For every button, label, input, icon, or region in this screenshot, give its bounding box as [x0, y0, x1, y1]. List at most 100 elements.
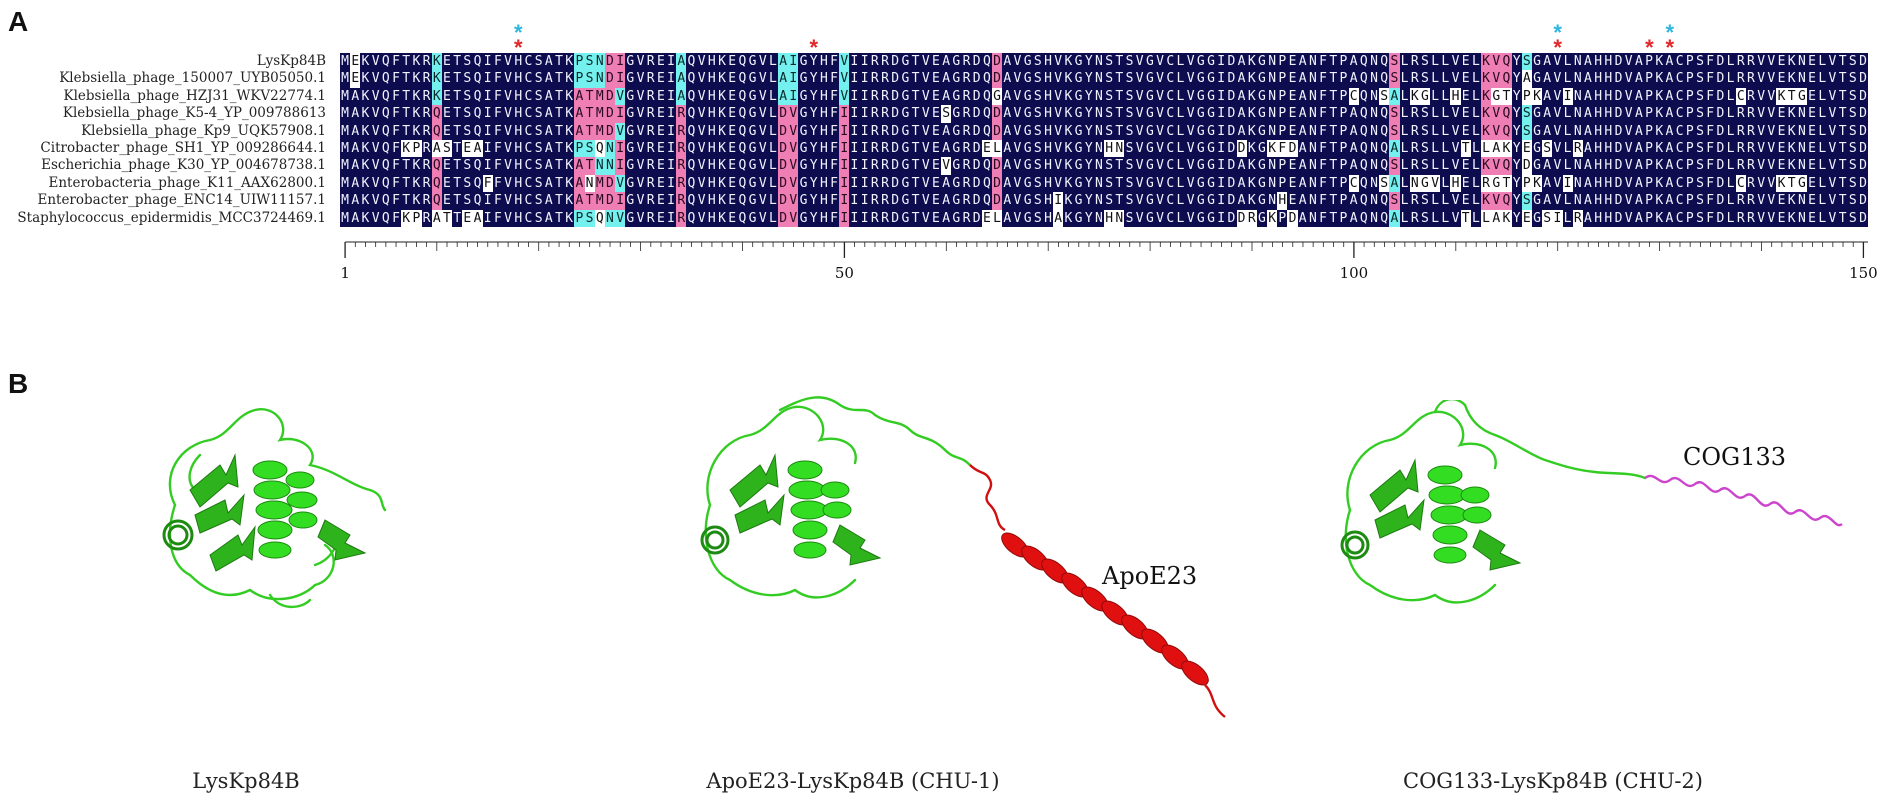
residue-cell: I [615, 192, 626, 210]
residue-cell: R [645, 192, 656, 210]
residue-cell: K [1654, 192, 1665, 210]
residue-cell: T [452, 122, 463, 140]
residue-cell: A [1297, 139, 1308, 158]
residue-cell: C [523, 157, 534, 175]
residue-cell: E [441, 87, 453, 106]
residue-cell: H [1593, 209, 1604, 227]
residue-cell: S [1542, 209, 1553, 227]
residue-cell: G [1144, 122, 1155, 140]
residue-cell: Q [1501, 122, 1512, 140]
caption-lyskp84b: LysKp84B [192, 769, 300, 793]
residue-cell: S [1032, 53, 1043, 71]
residue-cell: H [1042, 122, 1054, 140]
residue-cell: K [716, 105, 728, 123]
residue-cell: A [1521, 70, 1532, 88]
residue-cell: V [1450, 192, 1461, 210]
residue-cell: Y [1511, 70, 1522, 88]
residue-cell: H [1593, 87, 1604, 106]
residue-cell: I [482, 53, 493, 71]
residue-cell: S [533, 70, 544, 88]
residue-cell: I [788, 70, 799, 88]
residue-cell: M [594, 87, 605, 106]
residue-cell: D [1226, 53, 1237, 71]
residue-cell: P [1277, 70, 1288, 88]
residue-cell: M [594, 122, 605, 140]
residue-cell: Q [1501, 70, 1512, 88]
residue-cell: V [1623, 209, 1634, 227]
residue-cell: L [1399, 174, 1410, 193]
residue-cell: V [1185, 192, 1196, 210]
residue-cell: H [706, 174, 717, 193]
residue-cell: V [1552, 122, 1563, 140]
residue-cell: L [1440, 105, 1451, 123]
residue-cell: D [1715, 122, 1726, 140]
residue-cell: D [890, 192, 901, 210]
residue-cell: T [1786, 87, 1797, 106]
residue-cell: L [1725, 87, 1736, 106]
residue-cell: V [1155, 192, 1166, 210]
residue-cell: T [584, 87, 595, 106]
residue-cell: F [1318, 209, 1329, 227]
residue-cell: N [1307, 105, 1318, 123]
residue-cell: P [1277, 87, 1288, 106]
residue-cell: H [706, 87, 717, 106]
residue-cell: E [1460, 174, 1471, 193]
residue-cell: T [1837, 139, 1848, 158]
residue-cell: H [1042, 174, 1054, 193]
residue-cell: Y [808, 53, 819, 71]
residue-cell: A [941, 70, 952, 88]
residue-cell: G [1531, 70, 1543, 88]
residue-cell: I [482, 139, 493, 158]
residue-cell: H [1277, 192, 1288, 210]
residue-cell: I [1216, 174, 1227, 193]
residue-cell: G [900, 209, 911, 227]
residue-cell: V [757, 105, 768, 123]
residue-cell: G [1419, 87, 1431, 106]
residue-cell: Q [1358, 105, 1369, 123]
residue-cell: F [1705, 105, 1716, 123]
residue-cell: R [869, 122, 880, 140]
residue-cell: F [390, 157, 402, 175]
residue-cell: V [635, 192, 646, 210]
residue-cell: Y [1083, 87, 1094, 106]
residue-cell: N [1368, 53, 1380, 71]
residue-cell: M [340, 105, 351, 123]
residue-cell: K [716, 139, 728, 158]
residue-cell: T [910, 70, 921, 88]
residue-cell: R [676, 209, 687, 227]
residue-cell: G [1073, 105, 1084, 123]
residue-cell: R [869, 174, 880, 193]
residue-cell: R [645, 53, 656, 71]
residue-cell: A [1491, 139, 1502, 158]
residue-cell: K [1481, 105, 1492, 123]
residue-cell: V [920, 122, 931, 140]
residue-cell: I [839, 105, 850, 123]
residue-cell: R [645, 209, 656, 227]
residue-cell: P [574, 53, 585, 71]
residue-cell: D [778, 192, 789, 210]
residue-cell: K [1246, 53, 1257, 71]
residue-cell: V [370, 192, 381, 210]
residue-cell: I [615, 105, 626, 123]
residue-cell: K [411, 192, 422, 210]
residue-cell: V [757, 174, 768, 193]
residue-cell: V [696, 192, 707, 210]
residue-cell: I [1216, 192, 1227, 210]
residue-cell: V [696, 139, 707, 158]
residue-cell: H [818, 105, 829, 123]
residue-cell: F [1318, 122, 1329, 140]
sequence-name: Enterobacter_phage_ENC14_UIW11157.1 [37, 192, 326, 209]
residue-cell: Q [380, 192, 391, 210]
residue-cell: K [1063, 174, 1074, 193]
residue-cell: K [564, 70, 575, 88]
residue-cell: R [1572, 139, 1583, 158]
residue-cell: I [1216, 87, 1227, 106]
residue-cell: T [1837, 192, 1848, 210]
residue-cell: N [1267, 192, 1278, 210]
residue-cell: G [900, 157, 911, 175]
residue-cell: I [1562, 87, 1573, 106]
residue-cell: T [1460, 139, 1471, 158]
residue-cell: A [1002, 70, 1013, 88]
residue-cell: V [1012, 139, 1023, 158]
residue-cell: A [1236, 70, 1247, 88]
